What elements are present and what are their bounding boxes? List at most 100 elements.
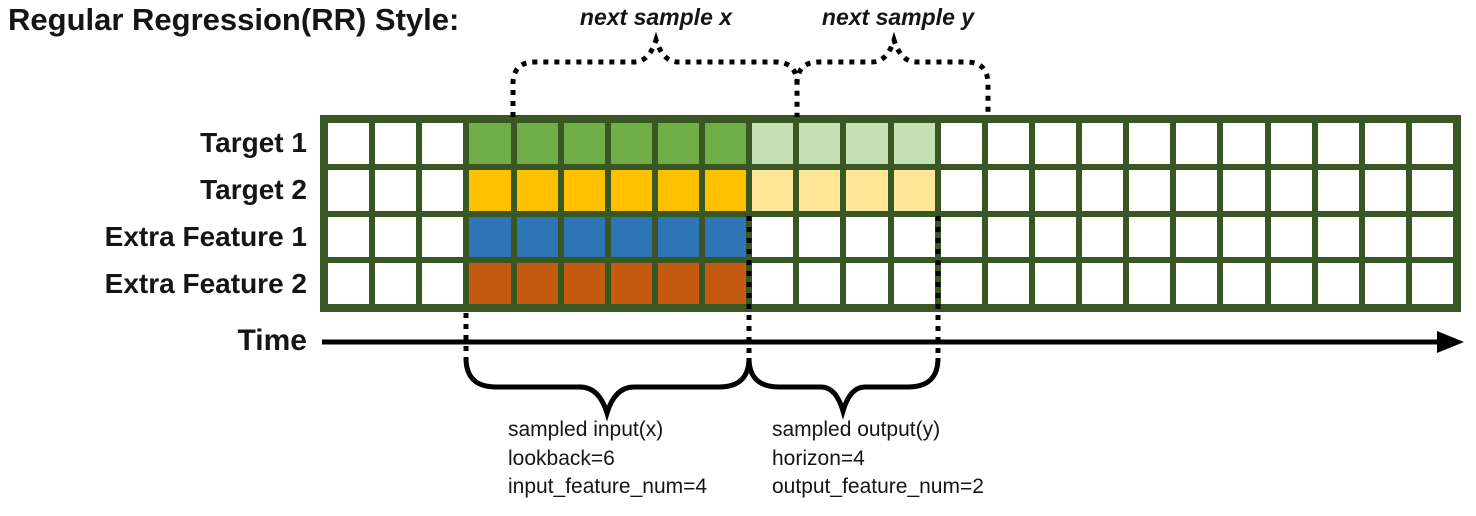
grid-cell: [422, 169, 464, 211]
grid-cell: [1129, 123, 1171, 164]
grid-cell: [469, 169, 511, 211]
grid-cell: [846, 263, 888, 304]
grid-cell: [799, 169, 841, 211]
sampled-input-caption: sampled input(x) lookback=6 input_featur…: [508, 416, 707, 502]
grid-cell: [893, 263, 935, 304]
grid-cell: [705, 216, 747, 258]
grid-cell: [422, 123, 464, 164]
lookback-line: lookback=6: [508, 446, 615, 470]
grid-cell: [1176, 123, 1218, 164]
row-label-column: Target 1 Target 2 Extra Feature 1 Extra …: [0, 115, 313, 312]
next-sample-x-brace: [510, 31, 800, 117]
grid-cell: [799, 216, 841, 258]
grid-cell: [893, 169, 935, 211]
grid-cell: [1129, 216, 1171, 258]
grid-cell: [657, 216, 699, 258]
grid-cell: [375, 123, 417, 164]
grid-cell: [610, 263, 652, 304]
grid-cell: [752, 123, 794, 164]
horizon-line: horizon=4: [772, 446, 865, 470]
grid-cell: [705, 263, 747, 304]
grid-cell: [469, 216, 511, 258]
grid-cell: [1034, 169, 1076, 211]
grid-cell: [563, 216, 605, 258]
grid-cell: [1364, 123, 1406, 164]
grid-cell: [1317, 263, 1359, 304]
grid-cell: [1270, 216, 1312, 258]
grid-cell: [563, 169, 605, 211]
next-sample-x-label: next sample x: [579, 4, 733, 30]
grid-cell: [1034, 263, 1076, 304]
grid-cell: [752, 263, 794, 304]
sampled-input-line: sampled input(x): [508, 418, 664, 441]
grid-cell: [987, 263, 1029, 304]
grid-cell: [610, 169, 652, 211]
grid-cell: [1082, 169, 1124, 211]
grid-cell: [705, 123, 747, 164]
grid-cell: [940, 169, 982, 211]
row-label-extra-feature-1: Extra Feature 1: [104, 220, 307, 252]
grid-cell: [469, 263, 511, 304]
sampled-output-line: sampled output(y): [772, 418, 941, 441]
grid-cell: [1129, 169, 1171, 211]
grid-cell: [516, 123, 558, 164]
grid-cell: [1270, 169, 1312, 211]
grid-cell: [328, 263, 370, 304]
grid-cell: [1223, 263, 1265, 304]
grid-cell: [1411, 263, 1453, 304]
grid-cell: [422, 216, 464, 258]
grid-cell: [752, 169, 794, 211]
grid-cell: [1317, 123, 1359, 164]
grid-cell: [516, 216, 558, 258]
grid-cell: [1223, 123, 1265, 164]
grid-cell: [610, 123, 652, 164]
grid-cell: [987, 123, 1029, 164]
grid-cell: [1411, 216, 1453, 258]
grid-cell: [1411, 169, 1453, 211]
grid-cell: [987, 216, 1029, 258]
time-axis-label: Time: [237, 324, 307, 357]
grid-cell: [1082, 216, 1124, 258]
grid-cell: [799, 263, 841, 304]
grid-cell: [375, 169, 417, 211]
grid-cell: [328, 169, 370, 211]
grid-cell: [893, 216, 935, 258]
grid-cell: [1034, 123, 1076, 164]
grid-cell: [846, 123, 888, 164]
sampling-grid: [320, 115, 1461, 312]
grid-cell: [1223, 216, 1265, 258]
grid-cell: [940, 263, 982, 304]
sampled-output-brace: [746, 357, 941, 420]
grid-cell: [563, 263, 605, 304]
grid-cell: [1270, 263, 1312, 304]
grid-cell: [1411, 123, 1453, 164]
grid-cell: [752, 216, 794, 258]
row-label-extra-feature-2: Extra Feature 2: [104, 267, 307, 299]
grid-cell: [799, 123, 841, 164]
grid-cell: [375, 216, 417, 258]
grid-cell: [375, 263, 417, 304]
grid-cell: [516, 169, 558, 211]
grid-cell: [610, 216, 652, 258]
grid-cell: [1082, 263, 1124, 304]
grid-cell: [469, 123, 511, 164]
output-feature-num-line: output_feature_num=2: [772, 475, 984, 498]
grid-cell: [328, 123, 370, 164]
grid-cell: [516, 263, 558, 304]
row-label-target-2: Target 2: [200, 174, 307, 206]
grid-cell: [940, 123, 982, 164]
grid-cell: [940, 216, 982, 258]
grid-cell: [422, 263, 464, 304]
grid-cell: [563, 123, 605, 164]
grid-cell: [1034, 216, 1076, 258]
grid-cell: [1176, 169, 1218, 211]
grid-cell: [705, 169, 747, 211]
grid-cell: [657, 263, 699, 304]
sampled-input-brace: [463, 357, 752, 422]
grid-cell: [1364, 216, 1406, 258]
grid-cell: [1317, 169, 1359, 211]
grid-cell: [1176, 216, 1218, 258]
diagram-title: Regular Regression(RR) Style:: [8, 2, 460, 37]
next-sample-y-brace: [794, 31, 991, 117]
